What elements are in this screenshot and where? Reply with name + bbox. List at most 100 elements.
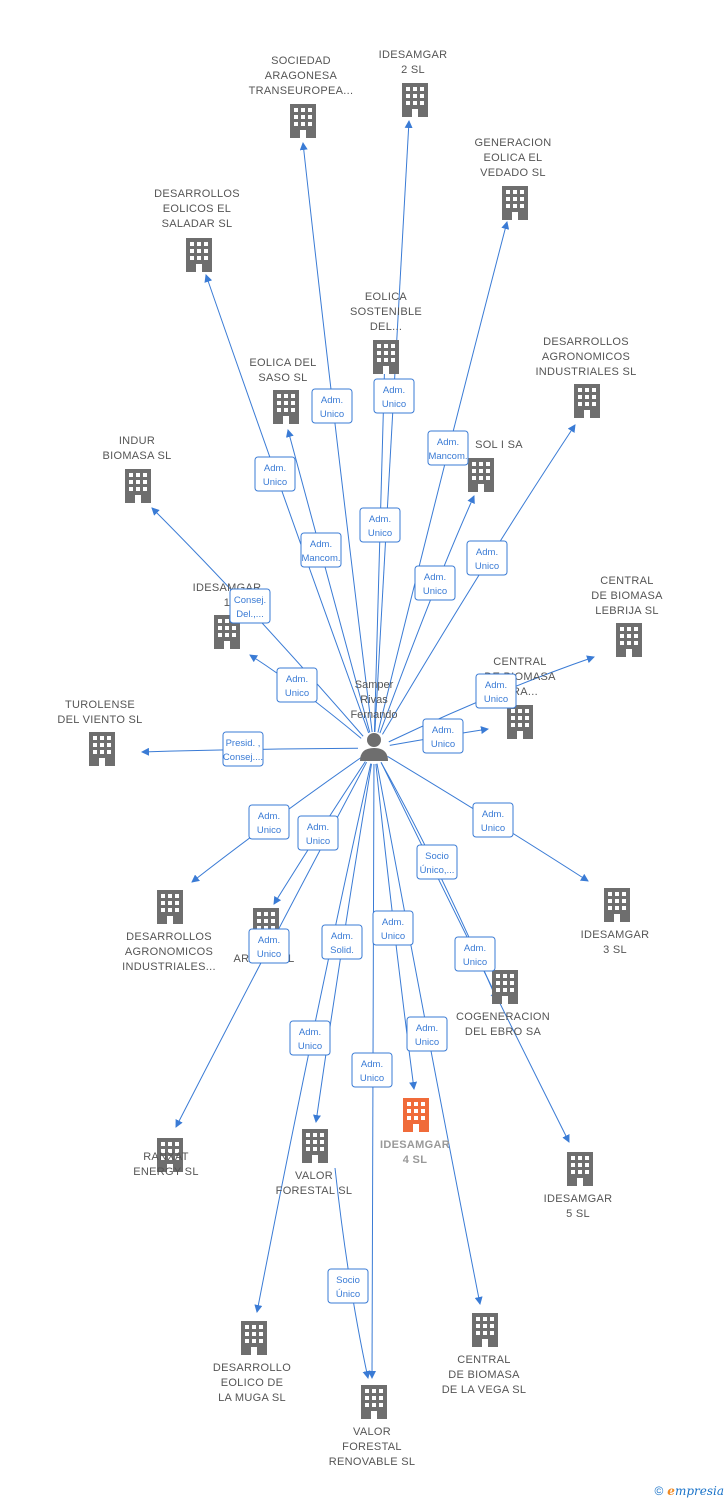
- company-name-line: 2 SL: [401, 64, 425, 76]
- relation-label-central-biomasa-2[interactable]: Adm.Unico: [422, 718, 464, 754]
- company-name-line: DESARROLLOS: [543, 336, 629, 348]
- company-name-line: CENTRAL: [600, 575, 653, 587]
- company-name: SOL I SA: [475, 439, 523, 451]
- relation-label-central-vega[interactable]: Adm.Unico: [406, 1016, 448, 1052]
- building-icon: [567, 1152, 593, 1186]
- relation-text: Adm.: [299, 1027, 321, 1038]
- edge-labels-layer: Adm.UnicoAdm.UnicoAdm.Mancom.Adm.UnicoAd…: [222, 378, 517, 1304]
- relation-label-sociedad-aragonesa[interactable]: Adm.Unico: [311, 388, 353, 424]
- company-name-line: 4 SL: [403, 1154, 427, 1166]
- relation-text: Unico: [463, 957, 487, 968]
- relation-label-idesamgar-2[interactable]: Adm.Unico: [373, 378, 415, 414]
- relation-edge: [374, 120, 413, 733]
- building-icon: [157, 890, 183, 924]
- relation-label-argo[interactable]: Adm.Unico: [297, 815, 339, 851]
- relation-text: Adm.: [321, 395, 343, 406]
- company-name-line: AGRONOMICOS: [542, 351, 630, 363]
- relation-text: Adm.: [258, 935, 280, 946]
- relation-label-desarrollos-agronomicos-2[interactable]: Adm.Unico: [248, 804, 290, 840]
- relation-label-central-lebrija[interactable]: Adm.Unico: [475, 673, 517, 709]
- relation-label-desarrollos-eolicos[interactable]: Adm.Unico: [254, 456, 296, 492]
- relation-label-desarrollos-agronomicos-1[interactable]: Adm.Unico: [466, 540, 508, 576]
- relation-label-valor-forestal[interactable]: Adm.Solid.: [321, 924, 363, 960]
- company-node-idesamgar-4[interactable]: IDESAMGAR 4 SL: [380, 1098, 450, 1166]
- company-name-line: EOLICA: [365, 291, 408, 303]
- relation-text: Unico: [285, 688, 309, 699]
- company-name-line: SASO SL: [258, 372, 307, 384]
- building-icon: [290, 104, 316, 138]
- relation-label-eolica-saso[interactable]: Adm.Mancom.: [300, 532, 342, 568]
- person-icon: [360, 733, 388, 761]
- relation-label-desarrollo-muga[interactable]: Adm.Unico: [289, 1020, 331, 1056]
- company-name-line: LEBRIJA SL: [595, 605, 659, 617]
- relation-box: [422, 718, 464, 754]
- relation-box: [248, 804, 290, 840]
- relation-box: [289, 1020, 331, 1056]
- relation-label-cogeneracion-ebro[interactable]: SocioÚnico,...: [416, 844, 458, 880]
- building-icon: [472, 1313, 498, 1347]
- footer-brand[interactable]: ©empresia: [654, 1484, 724, 1498]
- relation-label-valor-forestal-renovable[interactable]: Adm.Unico: [351, 1052, 393, 1088]
- company-name-line: CENTRAL: [457, 1354, 510, 1366]
- company-name-line: TRANSEUROPEA...: [249, 85, 354, 97]
- relation-label-sol-i-sa[interactable]: Adm.Unico: [414, 565, 456, 601]
- relation-text: Unico: [382, 399, 406, 410]
- company-node-central-lebrija[interactable]: CENTRAL DE BIOMASA LEBRIJA SL: [591, 575, 663, 657]
- relation-text: Adm.: [307, 822, 329, 833]
- relation-label-idesamgar-5[interactable]: Adm. Unico: [454, 936, 496, 972]
- relation-label-idesamgar-1[interactable]: Adm.Unico: [276, 667, 318, 703]
- company-name-line: DE BIOMASA: [448, 1369, 520, 1381]
- relation-text: Socio: [425, 851, 449, 862]
- relation-label-eolica-sostenible[interactable]: Adm.Unico: [359, 507, 401, 543]
- relation-box: [248, 928, 290, 964]
- company-name-line: DEL...: [370, 321, 402, 333]
- relation-label-indur-biomasa[interactable]: Consej.Del.,...: [229, 588, 271, 624]
- company-name-line: ENERGY SL: [133, 1166, 198, 1178]
- relation-label-idesamgar-4[interactable]: Adm.Unico: [372, 910, 414, 946]
- company-node-ranxat[interactable]: RANXAT ENERGY SL: [133, 1138, 198, 1178]
- relation-text: Adm.: [416, 1023, 438, 1034]
- company-name-line: SOSTENIBLE: [350, 306, 422, 318]
- building-icon: [373, 340, 399, 374]
- relation-text: Unico: [360, 1073, 384, 1084]
- company-name-line: DE BIOMASA: [591, 590, 663, 602]
- relation-text: Adm.: [432, 725, 454, 736]
- relation-text: Adm.: [310, 539, 332, 550]
- company-name-line: RANXAT: [143, 1151, 189, 1163]
- relation-label-generacion-eolica[interactable]: Adm.Mancom.: [427, 430, 469, 466]
- copyright-symbol: ©: [654, 1484, 664, 1498]
- relation-text: Presid. ,: [226, 738, 261, 749]
- relation-label-ranxat[interactable]: Adm.Unico: [248, 928, 290, 964]
- company-node-sol-i-sa[interactable]: SOL I SA: [468, 439, 523, 492]
- relation-label-idesamgar-3[interactable]: Adm.Unico: [472, 802, 514, 838]
- company-name-line: FORESTAL: [342, 1441, 402, 1453]
- company-name-line: CENTRAL: [493, 656, 546, 668]
- relation-text: Unico: [484, 694, 508, 705]
- relation-text: Adm.: [464, 943, 486, 954]
- relation-label-turolense[interactable]: Presid. ,Consej....: [222, 731, 264, 767]
- company-name-line: 5 SL: [566, 1208, 590, 1220]
- relation-text: Unico: [475, 561, 499, 572]
- company-name-line: IDESAMGAR: [380, 1139, 450, 1151]
- company-node-eolica-sostenible[interactable]: EOLICA SOSTENIBLE DEL...: [350, 291, 422, 374]
- relation-box: [406, 1016, 448, 1052]
